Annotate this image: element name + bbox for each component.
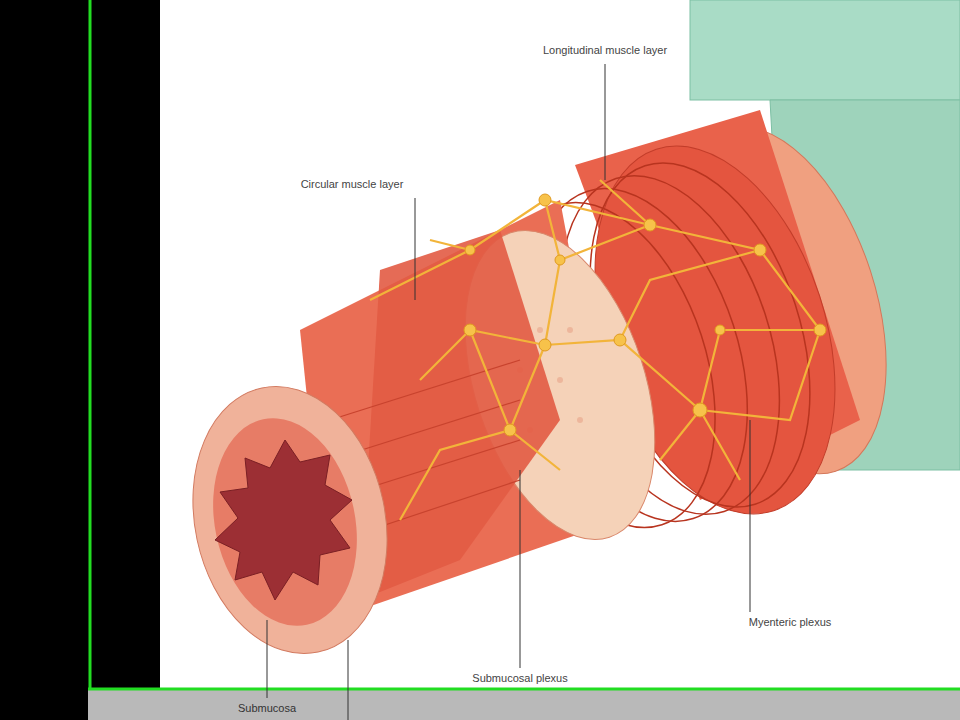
plexus-label: Myenteric plexus — [747, 616, 834, 629]
layer-label: Submucosa — [236, 702, 298, 715]
layer-label: Circular muscle layer — [299, 178, 406, 191]
layer-label: Longitudinal muscle layer — [541, 44, 669, 57]
plexus-label: Submucosal plexus — [470, 672, 569, 685]
